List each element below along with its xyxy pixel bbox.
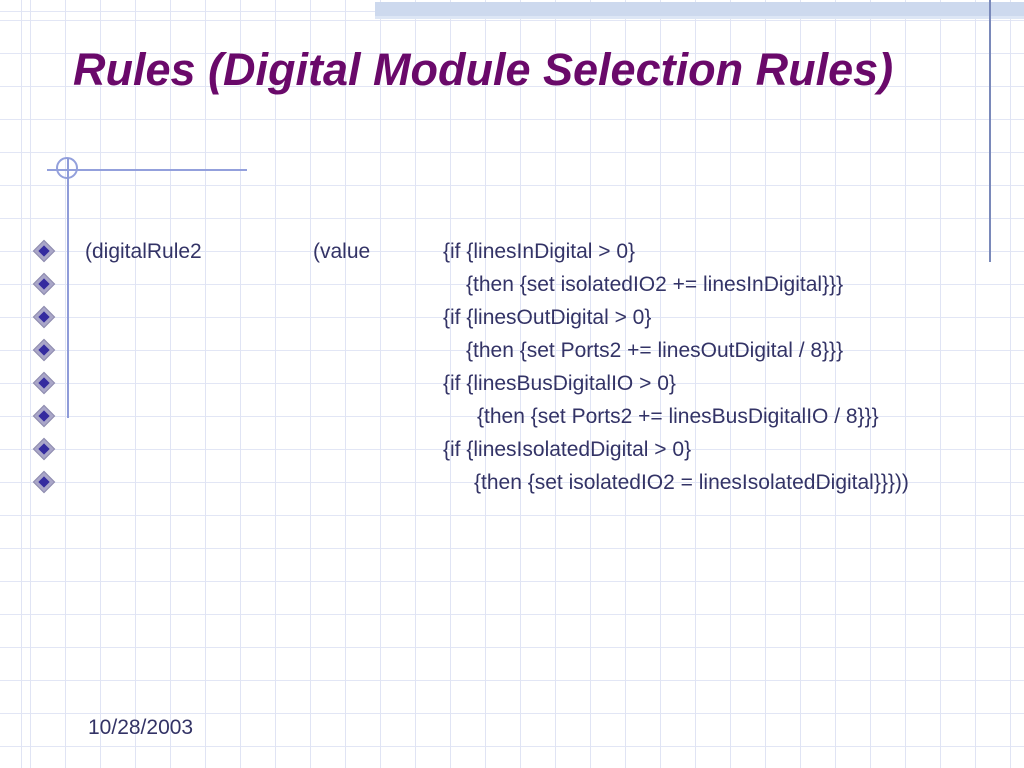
code-text: (digitalRule2 (85, 240, 202, 263)
code-line: {then {set isolatedIO2 += linesInDigital… (0, 268, 1024, 301)
code-text: (value (313, 240, 371, 263)
diamond-bullet-inner (38, 311, 50, 323)
code-text: {then {set Ports2 += linesOutDigital / 8… (466, 339, 844, 362)
diamond-bullet-icon (34, 274, 54, 294)
diamond-bullet-icon (34, 241, 54, 261)
ornament-horizontal-line (47, 169, 247, 171)
diamond-bullet-inner (38, 476, 50, 488)
code-text: {then {set isolatedIO2 += linesInDigital… (466, 273, 844, 296)
diamond-bullet-inner (38, 344, 50, 356)
code-line: {if {linesIsolatedDigital > 0} (0, 433, 1024, 466)
diamond-bullet-icon (34, 406, 54, 426)
code-text: {then {set Ports2 += linesBusDigitalIO /… (477, 405, 879, 428)
date-footer: 10/28/2003 (88, 716, 194, 739)
diamond-bullet-inner (38, 278, 50, 290)
code-text: {then {set isolatedIO2 = linesIsolatedDi… (474, 471, 909, 494)
code-text: {if {linesOutDigital > 0} (443, 306, 652, 329)
diamond-bullet-inner (38, 245, 50, 257)
code-text: {if {linesInDigital > 0} (443, 240, 636, 263)
diamond-bullet-icon (34, 340, 54, 360)
diamond-bullet-inner (38, 443, 50, 455)
code-text: {if {linesBusDigitalIO > 0} (443, 372, 676, 395)
diamond-bullet-icon (34, 472, 54, 492)
right-accent-line (989, 0, 991, 262)
diamond-bullet-icon (34, 307, 54, 327)
code-text: {if {linesIsolatedDigital > 0} (443, 438, 692, 461)
slide-title: Rules (Digital Module Selection Rules) (73, 44, 894, 95)
diamond-bullet-inner (38, 410, 50, 422)
code-line: {if {linesOutDigital > 0} (0, 301, 1024, 334)
top-accent-band (375, 2, 1024, 19)
code-line: {then {set isolatedIO2 = linesIsolatedDi… (0, 466, 1024, 499)
diamond-bullet-inner (38, 377, 50, 389)
code-line: {if {linesBusDigitalIO > 0} (0, 367, 1024, 400)
code-line: {then {set Ports2 += linesOutDigital / 8… (0, 334, 1024, 367)
diamond-bullet-icon (34, 439, 54, 459)
code-line: {then {set Ports2 += linesBusDigitalIO /… (0, 400, 1024, 433)
ornament-vertical-line (67, 158, 69, 418)
code-line: (digitalRule2 (value {if {linesInDigital… (0, 235, 1024, 268)
diamond-bullet-icon (34, 373, 54, 393)
